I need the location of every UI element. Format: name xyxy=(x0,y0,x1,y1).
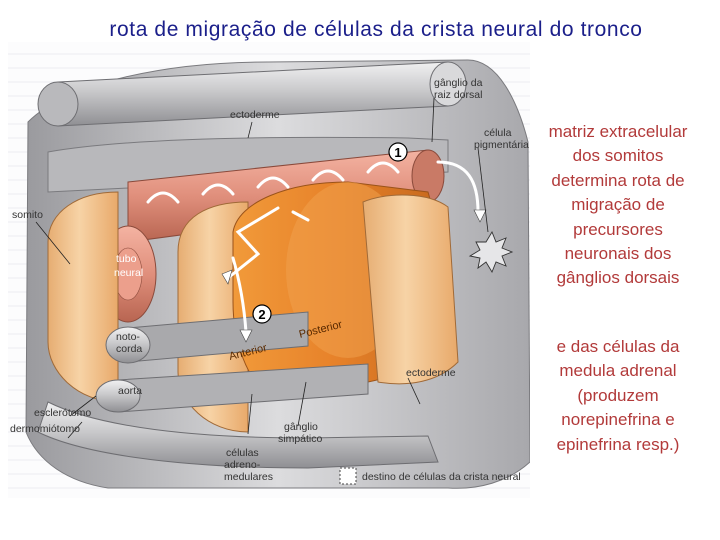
notochord xyxy=(105,311,309,364)
inner-ectoderm-band xyxy=(47,136,449,193)
label-dermomiotomo: dermomiótomo xyxy=(10,423,80,435)
migration-arrowheads-dorsal xyxy=(473,209,487,223)
label-somito: somito xyxy=(12,209,43,221)
side-text-1: matriz extracelular dos somitos determin… xyxy=(548,122,688,288)
migration-arrowheads-ventral xyxy=(221,269,253,343)
ectoderm-tube-bottom xyxy=(37,401,439,469)
label-tubo-2: neural xyxy=(114,267,143,279)
label-celula-1: célula xyxy=(484,127,512,139)
label-celula-2: pigmentária xyxy=(474,139,529,151)
side-text-2: e das células da medula adrenal (produze… xyxy=(556,337,680,454)
migration-arrows-ventral xyxy=(226,206,310,334)
label-aorta: aorta xyxy=(118,385,142,397)
label-tubo-1: tubo xyxy=(116,253,137,265)
pigment-cell xyxy=(468,230,514,274)
label-celulas-1: células xyxy=(226,447,259,459)
slide-title: rota de migração de células da crista ne… xyxy=(109,18,643,41)
ectoderm-tube-top xyxy=(37,61,467,127)
somite-right xyxy=(362,194,459,385)
label-ectoderm-bottom: ectoderme xyxy=(406,367,456,379)
svg-text:1: 1 xyxy=(394,145,401,160)
label-ganglio-raiz-1: gânglio da xyxy=(434,77,483,89)
label-celulas-3: medulares xyxy=(224,471,273,483)
route-marker-1: 1 xyxy=(388,142,408,162)
route-marker-2: 2 xyxy=(252,304,272,324)
label-noto-2: corda xyxy=(116,343,142,355)
label-celulas-2: adreno- xyxy=(224,459,261,471)
label-ganglio-raiz-2: raiz dorsal xyxy=(434,89,482,101)
label-noto-1: noto- xyxy=(116,331,140,343)
label-ectoderm-top: ectoderme xyxy=(230,109,280,121)
aorta xyxy=(95,363,369,413)
svg-text:2: 2 xyxy=(258,307,265,322)
neural-crest-migration-diagram: 1 2 ectoderme gânglio da raiz dorsal cél… xyxy=(8,42,530,498)
migration-arrows-dorsal xyxy=(146,160,480,214)
label-pointers xyxy=(35,97,489,439)
legend-label: destino de células da crista neural xyxy=(362,471,521,483)
label-ganglio-simp-1: gânglio xyxy=(284,421,318,433)
legend: destino de células da crista neural xyxy=(339,467,521,485)
label-ganglio-simp-2: simpático xyxy=(278,433,323,445)
label-esclerotomo: esclerótomo xyxy=(34,407,91,419)
